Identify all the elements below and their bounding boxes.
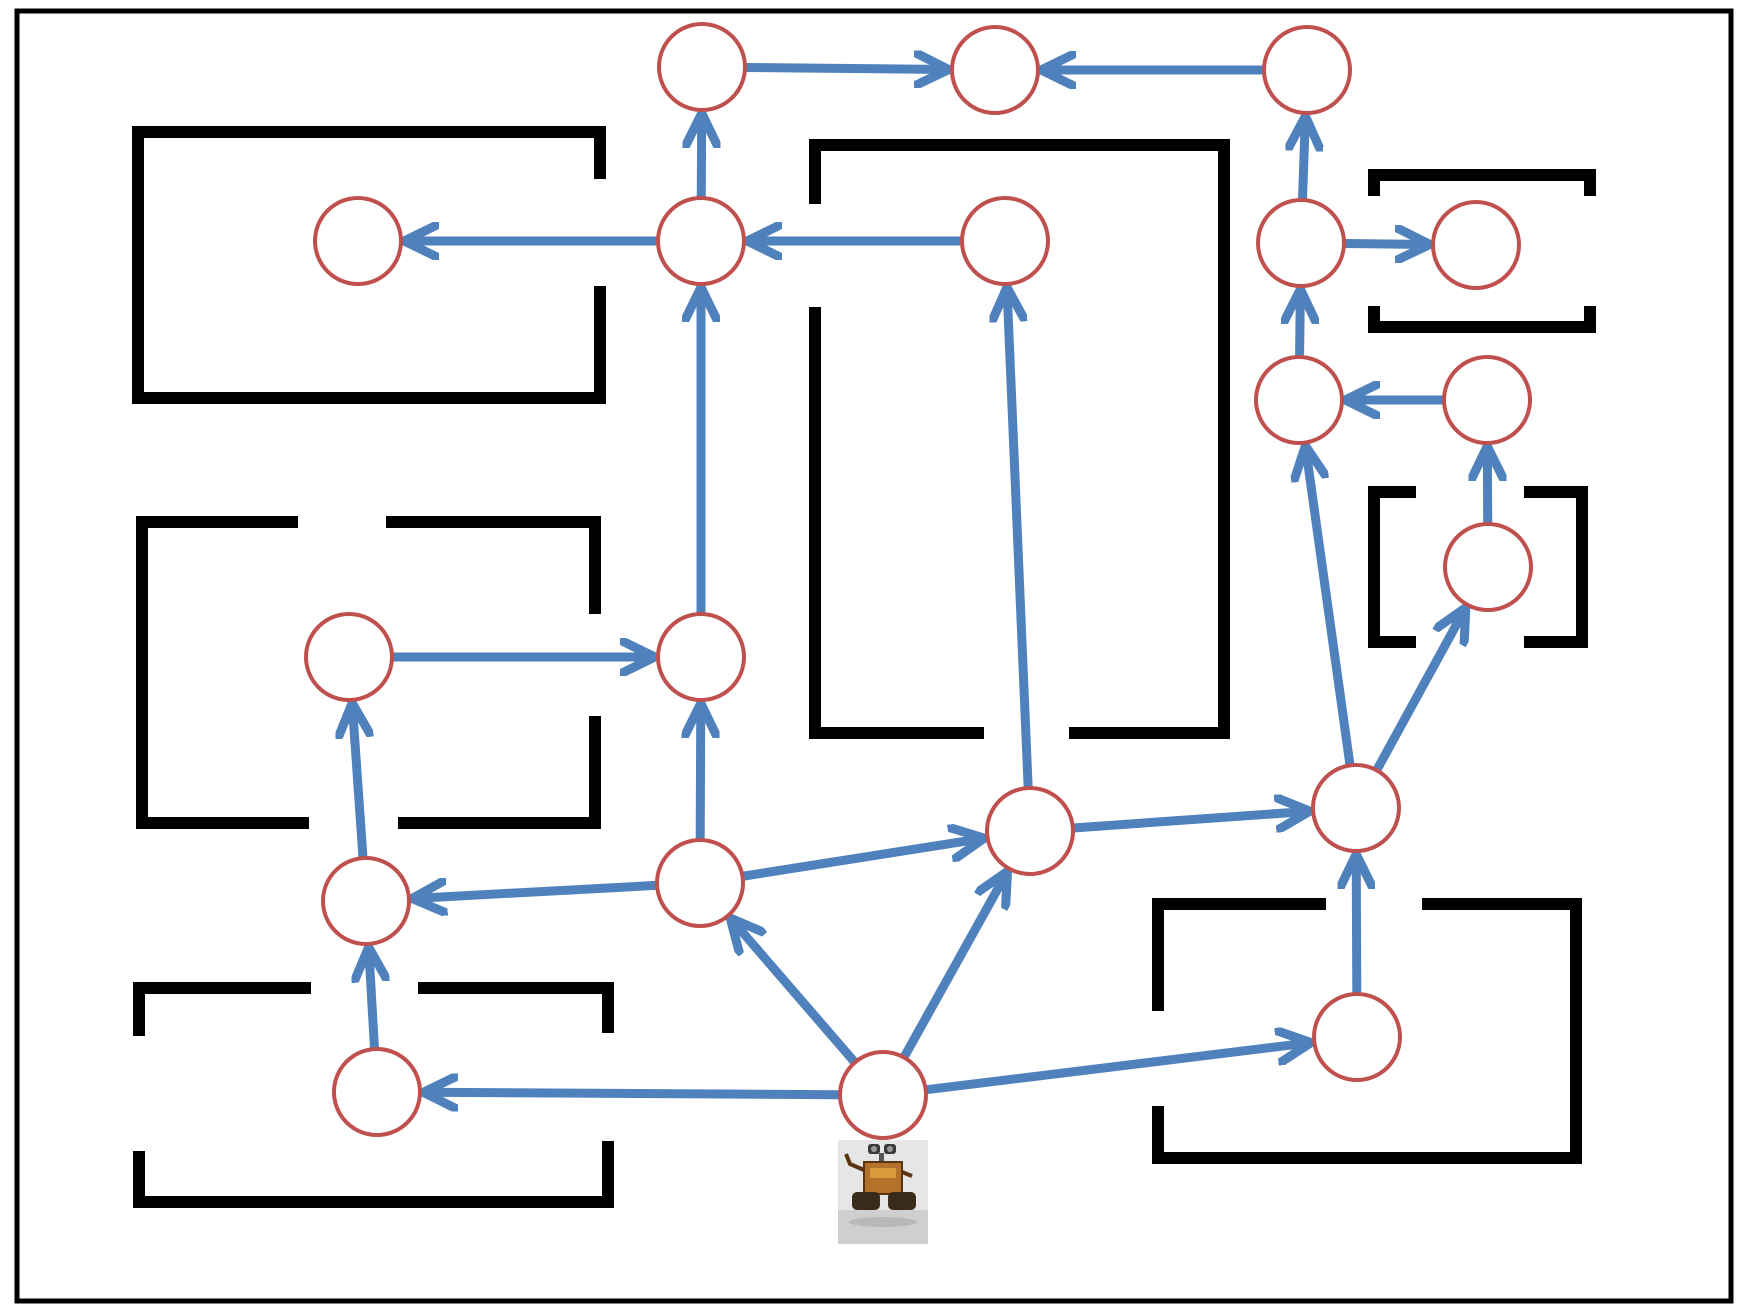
edge-arrow — [369, 948, 375, 1052]
edge-arrow — [742, 67, 953, 69]
room-wall — [398, 716, 601, 829]
graph-node — [960, 196, 1050, 286]
room-wall — [132, 126, 606, 404]
edge-arrow — [1356, 850, 1357, 997]
graph-node — [656, 612, 746, 702]
edge-arrow — [413, 885, 660, 898]
edge-arrow — [1303, 112, 1306, 203]
graph-node — [656, 196, 746, 286]
room-wall — [386, 516, 601, 614]
graph-node — [1312, 992, 1402, 1082]
edge-arrow — [1341, 244, 1434, 245]
room-wall — [1152, 898, 1326, 1011]
graph-node — [1431, 200, 1521, 290]
graph-node — [838, 1050, 928, 1140]
edge-arrow — [739, 838, 983, 881]
room-wall — [1368, 306, 1596, 333]
edge-arrow — [1306, 447, 1355, 768]
room-wall — [1368, 486, 1416, 648]
edge-arrow — [731, 919, 859, 1066]
graph-node — [321, 856, 411, 946]
edge-arrow — [1070, 811, 1309, 828]
edge-arrow — [900, 872, 1007, 1061]
graph-node — [1256, 198, 1346, 288]
graph-node — [1262, 25, 1352, 115]
outer-frame — [14, 8, 1734, 1304]
room-wall — [809, 307, 984, 739]
edge-arrow — [1300, 285, 1301, 360]
room-wall — [809, 139, 1230, 739]
edge-arrow — [1373, 608, 1466, 774]
edges — [352, 67, 1487, 1094]
graph-node — [1443, 522, 1533, 612]
room-wall — [136, 516, 309, 829]
room-wall — [1524, 486, 1588, 648]
room-wall — [1368, 169, 1596, 196]
graph-node — [332, 1047, 422, 1137]
graph-node — [304, 612, 394, 702]
graph-node — [985, 786, 1075, 876]
edge-arrow — [700, 699, 701, 843]
edge-arrow — [1007, 288, 1033, 791]
nodes — [304, 22, 1533, 1140]
edge-arrow — [352, 704, 363, 861]
edge-arrow — [923, 1043, 1311, 1095]
room-wall — [1152, 898, 1582, 1164]
graph-node — [657, 22, 747, 112]
graph-node — [950, 25, 1040, 115]
graph-node — [1442, 355, 1532, 445]
robot-figure — [838, 1140, 928, 1244]
room-walls — [132, 126, 1596, 1208]
graph-node — [313, 196, 403, 286]
edge-arrow — [419, 1092, 843, 1094]
room-wall — [133, 1141, 614, 1208]
room-wall — [133, 982, 311, 1036]
room-wall — [418, 982, 614, 1033]
graph-node — [1311, 763, 1401, 853]
graph-node — [1254, 355, 1344, 445]
graph-node — [655, 838, 745, 928]
